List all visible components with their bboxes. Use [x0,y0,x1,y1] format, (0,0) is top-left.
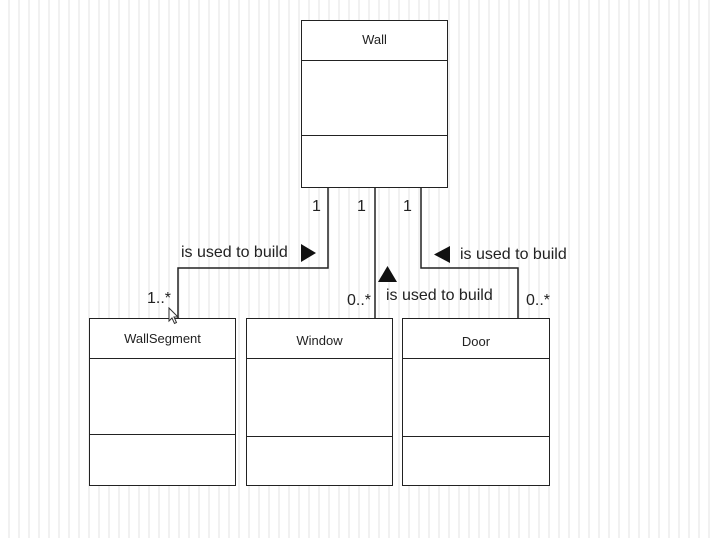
class-window[interactable]: Window [246,318,393,486]
association-line-wall-segment [177,187,329,320]
class-door[interactable]: Door [402,318,550,486]
class-attributes-compartment [302,61,447,136]
multiplicity-wall-to-door: 1 [403,198,412,215]
mouse-cursor-icon [168,307,180,325]
class-name: Door [403,319,549,359]
class-attributes-compartment [247,359,392,437]
direction-arrow-right-icon [301,244,316,262]
class-wall-segment[interactable]: WallSegment [89,318,236,486]
direction-arrow-left-icon [434,246,450,263]
multiplicity-window: 0..* [347,292,372,309]
association-line-door [420,187,519,320]
class-attributes-compartment [90,359,235,435]
class-name: WallSegment [90,319,235,359]
multiplicity-wall-to-wall-segment: 1 [312,198,321,215]
multiplicity-wall-to-window: 1 [357,198,366,215]
class-attributes-compartment [403,359,549,437]
class-wall[interactable]: Wall [301,20,448,188]
class-name: Window [247,319,392,359]
association-label-door: is used to build [460,246,567,263]
multiplicity-door: 0..* [526,292,551,309]
association-label-window: is used to build [386,287,493,304]
association-label-wall-segment: is used to build [181,244,288,261]
class-name: Wall [302,21,447,61]
direction-arrow-up-icon [378,266,397,282]
multiplicity-wall-segment: 1..* [147,290,172,307]
